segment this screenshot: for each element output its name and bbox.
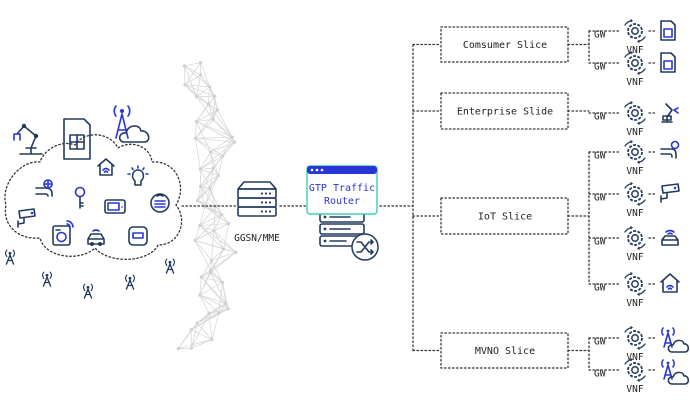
vnf-label: VNF: [626, 298, 643, 309]
gw-label: GW: [594, 112, 606, 123]
vnf-label: VNF: [626, 384, 643, 395]
tower-cloud-icon: [113, 105, 150, 143]
security-camera-icon: [660, 183, 680, 203]
smart-home-icon: [660, 273, 680, 293]
slice-box: [440, 332, 569, 369]
thermostat-icon: [128, 226, 148, 246]
gw-label: GW: [594, 237, 606, 248]
gtp-router-server-icon: [319, 211, 365, 247]
antenna-icon: [82, 283, 94, 299]
slice-label: MVNO Slice: [475, 346, 535, 357]
mesh-network-background: [176, 61, 238, 351]
vnf-gear-icon: [624, 139, 646, 165]
gw-label: GW: [594, 151, 606, 162]
tower-cloud-icon: [661, 359, 690, 385]
car-icon: [87, 229, 105, 246]
slice-label: Enterprise Slide: [457, 107, 553, 118]
slice-label: Comsumer Slice: [463, 40, 547, 51]
antenna-icon: [164, 258, 176, 274]
antenna-icon: [124, 274, 136, 290]
washer-icon: [52, 220, 74, 246]
antenna-icon: [4, 249, 16, 265]
gtp-router-label-line2: Router: [324, 196, 360, 207]
antenna-icon: [41, 271, 53, 287]
gtp-router-window: [306, 165, 378, 215]
slice-label: IoT Slice: [478, 212, 532, 223]
gw-label: GW: [594, 283, 606, 294]
ggsn-label: GGSN/MME: [234, 233, 280, 244]
gtp-router-label-line1: GTP Traffic: [309, 183, 375, 194]
gw-label: GW: [594, 337, 606, 348]
slice-box: [440, 26, 569, 63]
device-cloud: [4, 134, 183, 260]
vnf-label: VNF: [626, 252, 643, 263]
tower-cloud-icon: [661, 327, 690, 353]
gw-label: GW: [594, 369, 606, 380]
vnf-label: VNF: [626, 45, 643, 56]
gw-label: GW: [594, 30, 606, 41]
vnf-gear-icon: [624, 18, 646, 44]
vnf-label: VNF: [626, 127, 643, 138]
house-icon: [97, 158, 115, 176]
vnf-label: VNF: [626, 352, 643, 363]
vnf-gear-icon: [624, 271, 646, 297]
bulb-icon: [127, 165, 149, 186]
faucet-icon: [35, 179, 53, 197]
sim-card-icon: [63, 118, 91, 160]
key-icon: [74, 186, 86, 209]
robot-arm-icon: [13, 123, 43, 155]
vnf-gear-icon: [624, 181, 646, 207]
shuffle-icon: [351, 233, 379, 261]
tv-icon: [104, 199, 126, 214]
sim-card-icon: [660, 20, 676, 41]
sim-card-icon: [660, 52, 676, 73]
vnf-gear-icon: [624, 225, 646, 251]
vnf-label: VNF: [626, 77, 643, 88]
meter-icon: [150, 193, 170, 213]
gw-label: GW: [594, 62, 606, 73]
vnf-gear-icon: [624, 100, 646, 126]
vnf-label: VNF: [626, 208, 643, 219]
camera-icon: [17, 208, 36, 228]
vnf-gear-icon: [624, 325, 646, 351]
gw-label: GW: [594, 193, 606, 204]
vnf-label: VNF: [626, 166, 643, 177]
robot-arm-icon: [661, 103, 679, 123]
ggsn-server-icon: [237, 181, 277, 217]
connected-car-icon: [661, 229, 679, 246]
water-faucet-icon: [660, 140, 680, 159]
